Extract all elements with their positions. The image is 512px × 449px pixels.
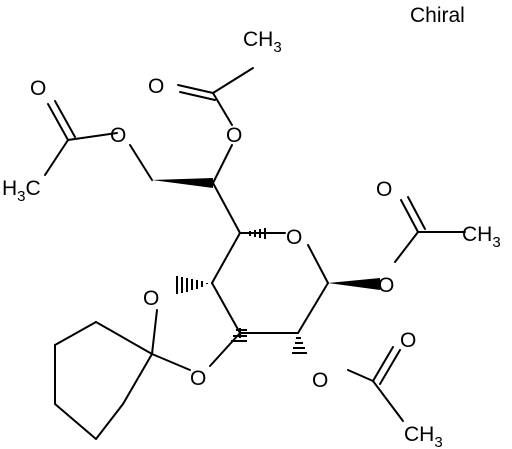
bond: [212, 182, 241, 234]
bond: [209, 332, 241, 367]
methyl-group: H3C: [2, 177, 41, 205]
bond: [95, 321, 153, 355]
oxygen-atom: O: [148, 75, 164, 98]
oxygen-atom: O: [110, 124, 126, 147]
oxygen-atom: O: [143, 287, 159, 310]
bond: [211, 282, 241, 334]
bond: [122, 353, 153, 405]
bond: [54, 321, 97, 346]
bond: [347, 369, 374, 382]
hashed-wedge: [292, 337, 307, 354]
hashed-wedge: [176, 276, 208, 294]
solid-wedge: [328, 278, 380, 290]
bond: [379, 349, 401, 385]
bond: [151, 309, 158, 355]
oxygen-atom: O: [30, 77, 46, 100]
bond: [151, 353, 191, 371]
bond: [67, 132, 118, 141]
solid-wedge: [152, 178, 213, 188]
bond: [407, 196, 426, 230]
oxygen-atom: O: [376, 178, 392, 201]
bond: [47, 103, 69, 141]
bond: [179, 91, 216, 101]
bond: [212, 92, 233, 126]
bond: [372, 380, 404, 422]
bond: [54, 100, 76, 138]
chiral-label: Chiral: [410, 4, 465, 27]
oxygen-atom: O: [286, 226, 302, 249]
bond: [44, 139, 69, 176]
bond: [297, 282, 329, 334]
oxygen-atom: O: [400, 329, 416, 352]
bond: [212, 144, 233, 184]
oxygen-atom: O: [226, 124, 242, 147]
bond: [394, 231, 419, 263]
oxygen-atom: O: [312, 369, 328, 392]
atom-labels: O O O O O O O O O O O CH3 H3C CH3 CH3: [2, 28, 501, 449]
bond: [211, 232, 241, 284]
bond: [177, 84, 214, 94]
methyl-group: CH3: [243, 28, 282, 56]
methyl-group: CH3: [404, 423, 443, 449]
oxygen-atom: O: [190, 367, 206, 390]
hashed-wedge: [244, 228, 266, 239]
bond: [54, 403, 97, 440]
bond: [400, 199, 419, 233]
bond: [372, 346, 394, 382]
bond-layer: [44, 67, 466, 440]
bond: [129, 144, 153, 181]
oxygen-atom: O: [378, 274, 394, 297]
hashed-wedge: [231, 328, 247, 342]
bond: [95, 403, 124, 440]
bond: [307, 244, 329, 284]
bond: [212, 67, 254, 94]
wedge-layer: [152, 178, 380, 354]
methyl-group: CH3: [462, 223, 501, 251]
